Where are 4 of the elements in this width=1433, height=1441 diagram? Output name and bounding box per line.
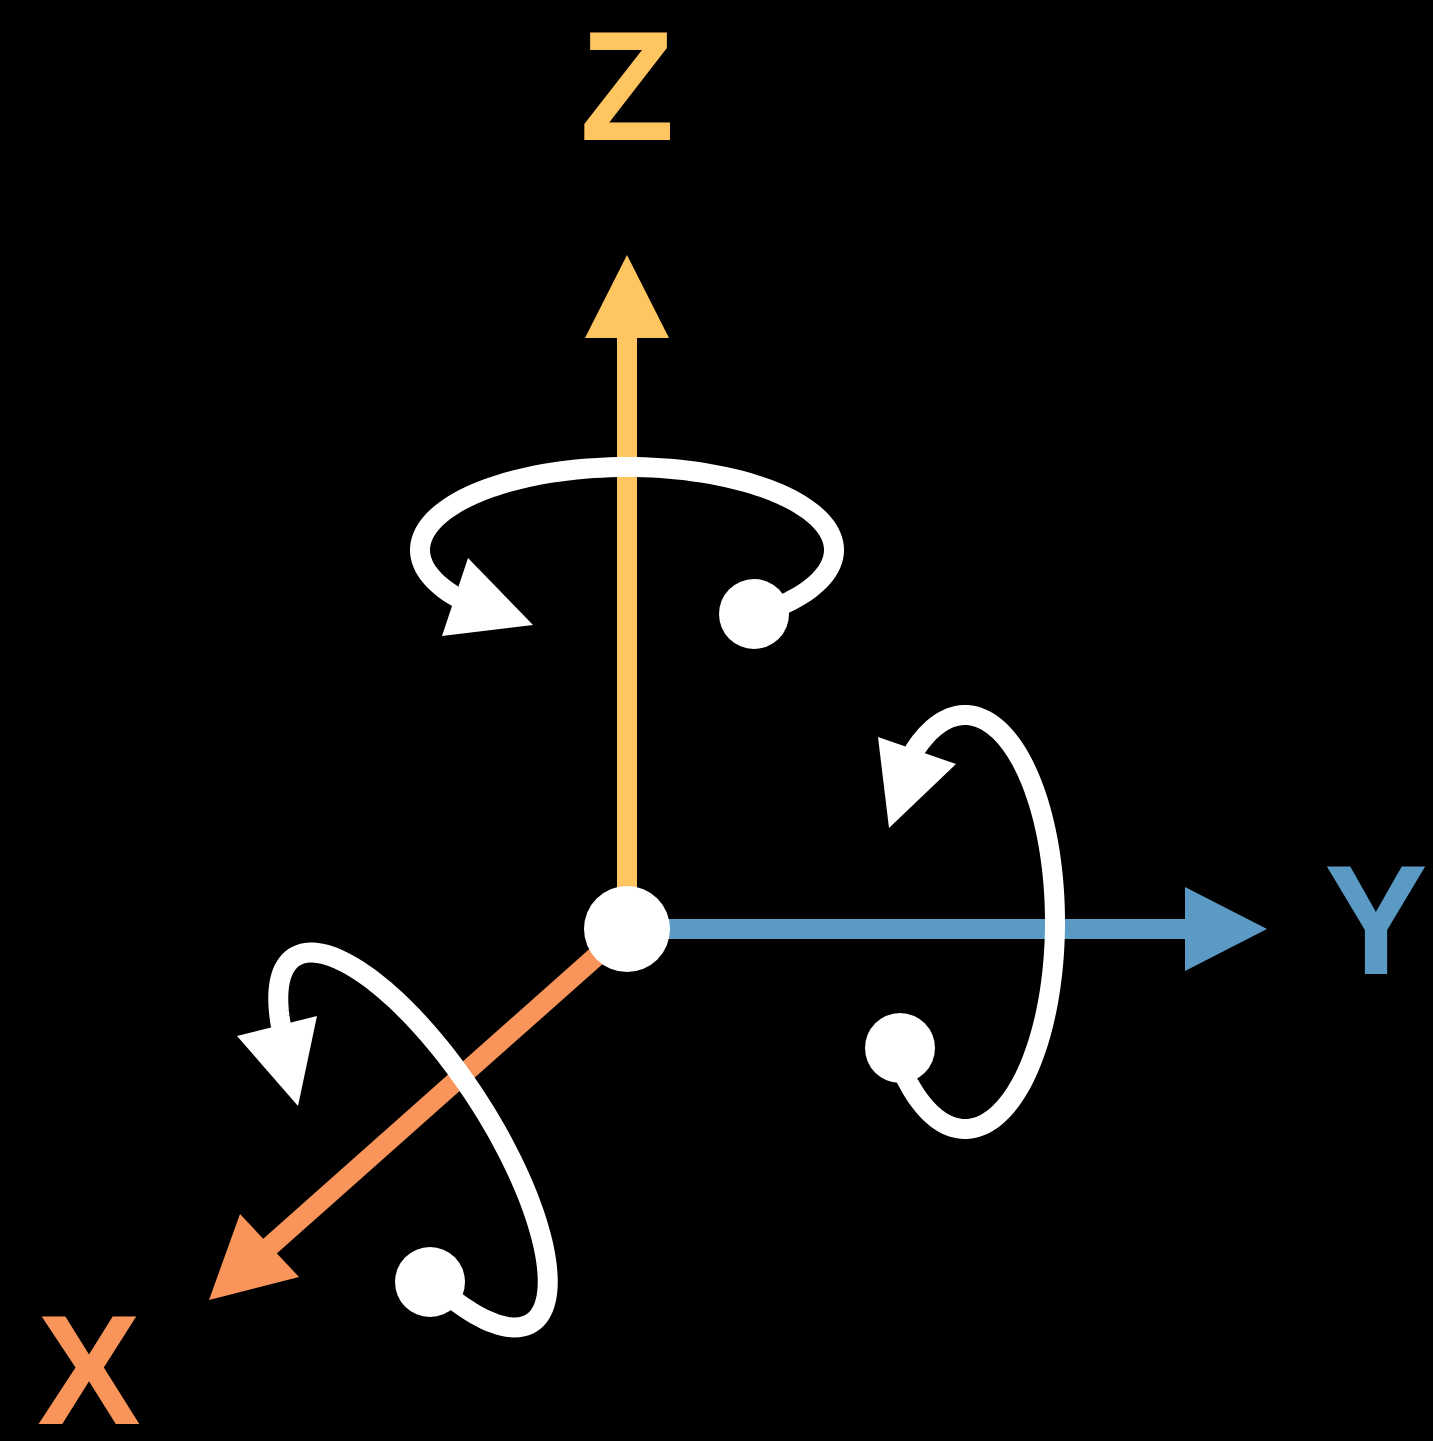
origin-dot (584, 886, 670, 972)
axis-label: Z (579, 8, 675, 164)
axis-label: X (37, 1292, 141, 1441)
axis-label: Y (1324, 842, 1428, 998)
